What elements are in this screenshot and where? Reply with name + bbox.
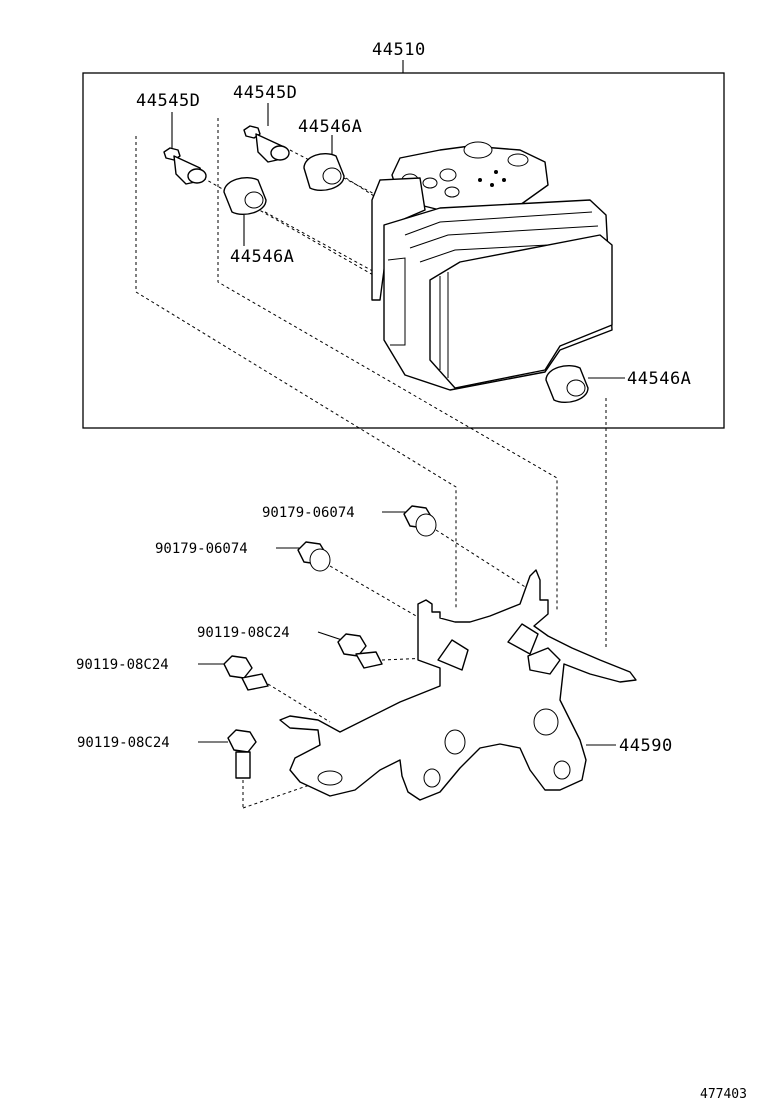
callout-cushion-right: 44546A	[627, 369, 691, 389]
callout-bracket: 44590	[619, 736, 673, 756]
callout-solenoid-right: 44545D	[233, 83, 297, 103]
bolt-3	[198, 729, 331, 809]
callout-bolt-2: 90119-08C24	[76, 657, 169, 673]
nut-lower	[276, 541, 431, 625]
assembly-frame	[82, 72, 725, 429]
callout-nut-lower: 90179-06074	[155, 541, 248, 557]
cushion-mid	[223, 176, 267, 246]
bracket	[279, 569, 637, 801]
assembly-guide-lines	[135, 118, 607, 648]
callout-bolt-1: 90119-08C24	[197, 625, 290, 641]
callout-nut-upper: 90179-06074	[262, 505, 355, 521]
leader-line-bolt-1	[317, 631, 343, 641]
callout-assembly-44510: 44510	[372, 40, 426, 60]
solenoid-plug-right	[243, 103, 290, 163]
callout-solenoid-left: 44545D	[136, 91, 200, 111]
cushion-top	[303, 135, 345, 192]
solenoid-plug-left	[163, 112, 207, 185]
callout-bolt-3: 90119-08C24	[77, 735, 170, 751]
nut-upper	[382, 505, 531, 591]
cushion-right	[545, 364, 625, 404]
abs-actuator	[371, 141, 613, 391]
callout-cushion-mid: 44546A	[230, 247, 294, 267]
callout-cushion-top: 44546A	[298, 117, 362, 137]
diagram-number: 477403	[700, 1087, 747, 1102]
bolt-1	[317, 631, 431, 669]
bolt-2	[198, 655, 331, 723]
